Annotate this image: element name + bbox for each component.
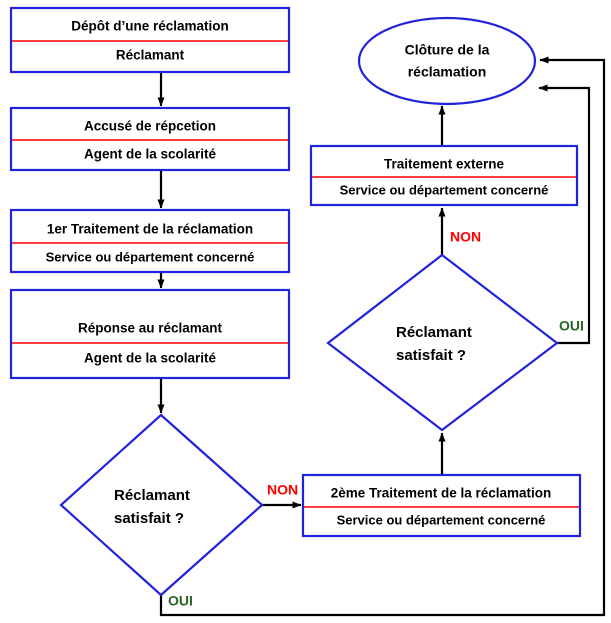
node-traitement1-title: 1er Traitement de la réclamation: [47, 222, 253, 237]
edge-decision2-yes-to-cloture: [538, 84, 591, 345]
node-traitement2[interactable]: 2ème Traitement de la réclamation Servic…: [301, 473, 582, 538]
node-accuse-box: [9, 106, 291, 172]
node-decision2[interactable]: Réclamant satisfait ?: [326, 253, 559, 432]
node-decision1[interactable]: Réclamant satisfait ?: [59, 413, 264, 597]
edge-label-decision1-yes: OUI: [168, 593, 193, 609]
node-decision2-line1: Réclamant: [396, 324, 472, 341]
node-decision1-line2: satisfait ?: [114, 510, 184, 527]
node-accuse[interactable]: Accusé de répcetion Agent de la scolarit…: [9, 106, 291, 172]
node-cloture[interactable]: Clôture de la réclamation: [357, 16, 537, 106]
node-accuse-title: Accusé de répcetion: [84, 119, 216, 134]
node-reponse-box: [9, 288, 291, 380]
node-traitement1-actor: Service ou département concerné: [46, 249, 255, 264]
node-traitement-externe-title: Traitement externe: [384, 157, 505, 172]
node-decision1-line1: Réclamant: [114, 487, 190, 504]
node-traitement-externe-box: [309, 144, 579, 207]
node-reponse[interactable]: Réponse au réclamant Agent de la scolari…: [9, 288, 291, 380]
edge-label-decision1-no: NON: [267, 482, 298, 498]
node-traitement-externe[interactable]: Traitement externe Service ou départemen…: [309, 144, 579, 207]
node-cloture-line2: réclamation: [408, 64, 487, 80]
node-cloture-ellipse: [357, 16, 537, 106]
node-traitement-externe-actor: Service ou département concerné: [340, 182, 549, 197]
node-decision2-diamond: [326, 253, 559, 432]
node-traitement2-actor: Service ou département concerné: [337, 512, 546, 527]
node-reponse-actor: Agent de la scolarité: [84, 351, 217, 366]
node-depot-title: Dépôt d’une réclamation: [71, 19, 229, 34]
connector-layer: [157, 56, 606, 617]
node-traitement2-title: 2ème Traitement de la réclamation: [331, 486, 552, 501]
edge-label-decision2-no: NON: [450, 229, 481, 245]
node-traitement2-box: [301, 473, 582, 538]
node-cloture-line1: Clôture de la: [405, 42, 490, 58]
node-depot-actor: Réclamant: [116, 48, 185, 63]
node-traitement1[interactable]: 1er Traitement de la réclamation Service…: [9, 208, 291, 274]
node-accuse-actor: Agent de la scolarité: [84, 147, 217, 162]
edge-label-layer: NON OUI NON OUI: [168, 229, 584, 609]
node-traitement1-box: [9, 208, 291, 274]
node-depot-box: [9, 6, 291, 74]
node-decision1-diamond: [59, 413, 264, 597]
node-reponse-title: Réponse au réclamant: [78, 321, 223, 336]
edge-label-decision2-yes: OUI: [559, 318, 584, 334]
edge-decision1-yes-to-cloture: [159, 56, 606, 617]
node-decision2-line2: satisfait ?: [396, 347, 466, 364]
node-depot[interactable]: Dépôt d’une réclamation Réclamant: [9, 6, 291, 74]
